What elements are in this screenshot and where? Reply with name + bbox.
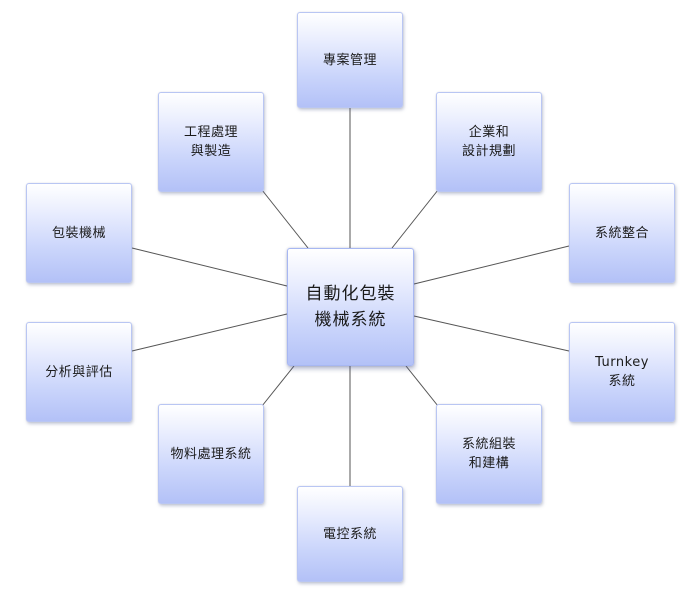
node-electrical-control-label: 電控系統 [322, 526, 377, 542]
connector-turnkey [413, 315, 570, 352]
node-turnkey-label: Turnkey 系統 [595, 355, 649, 389]
center-node: 自動化包裝 機械系統 [287, 248, 414, 366]
connector-system-integration [413, 245, 570, 285]
connector-assembly [405, 365, 439, 407]
connector-engineering [261, 189, 309, 249]
node-material-handling-label: 物料處理系統 [170, 446, 252, 462]
connector-planning [391, 189, 439, 249]
center-node-label: 自動化包裝 機械系統 [305, 284, 396, 330]
node-electrical-control: 電控系統 [297, 486, 403, 582]
connector-packaging-machinery [131, 247, 288, 287]
node-system-integration-label: 系統整合 [594, 225, 649, 241]
node-system-integration: 系統整合 [569, 183, 675, 283]
node-engineering: 工程處理 與製造 [158, 92, 264, 192]
connector-material-handling [261, 365, 295, 407]
node-analysis: 分析與評估 [26, 322, 132, 422]
node-packaging-machinery-label: 包裝機械 [51, 225, 106, 241]
node-assembly-label: 系統組裝 和建構 [461, 437, 516, 471]
connector-analysis [131, 313, 288, 352]
node-assembly: 系統組裝 和建構 [436, 404, 542, 504]
node-material-handling: 物料處理系統 [158, 404, 264, 504]
node-engineering-label: 工程處理 與製造 [183, 125, 238, 159]
node-planning: 企業和 設計規劃 [436, 92, 542, 192]
node-turnkey: Turnkey 系統 [569, 322, 675, 422]
node-project-management: 專案管理 [297, 12, 403, 108]
node-analysis-label: 分析與評估 [45, 364, 113, 380]
node-packaging-machinery: 包裝機械 [26, 183, 132, 283]
node-project-management-label: 專案管理 [322, 52, 377, 68]
node-planning-label: 企業和 設計規劃 [461, 125, 516, 159]
